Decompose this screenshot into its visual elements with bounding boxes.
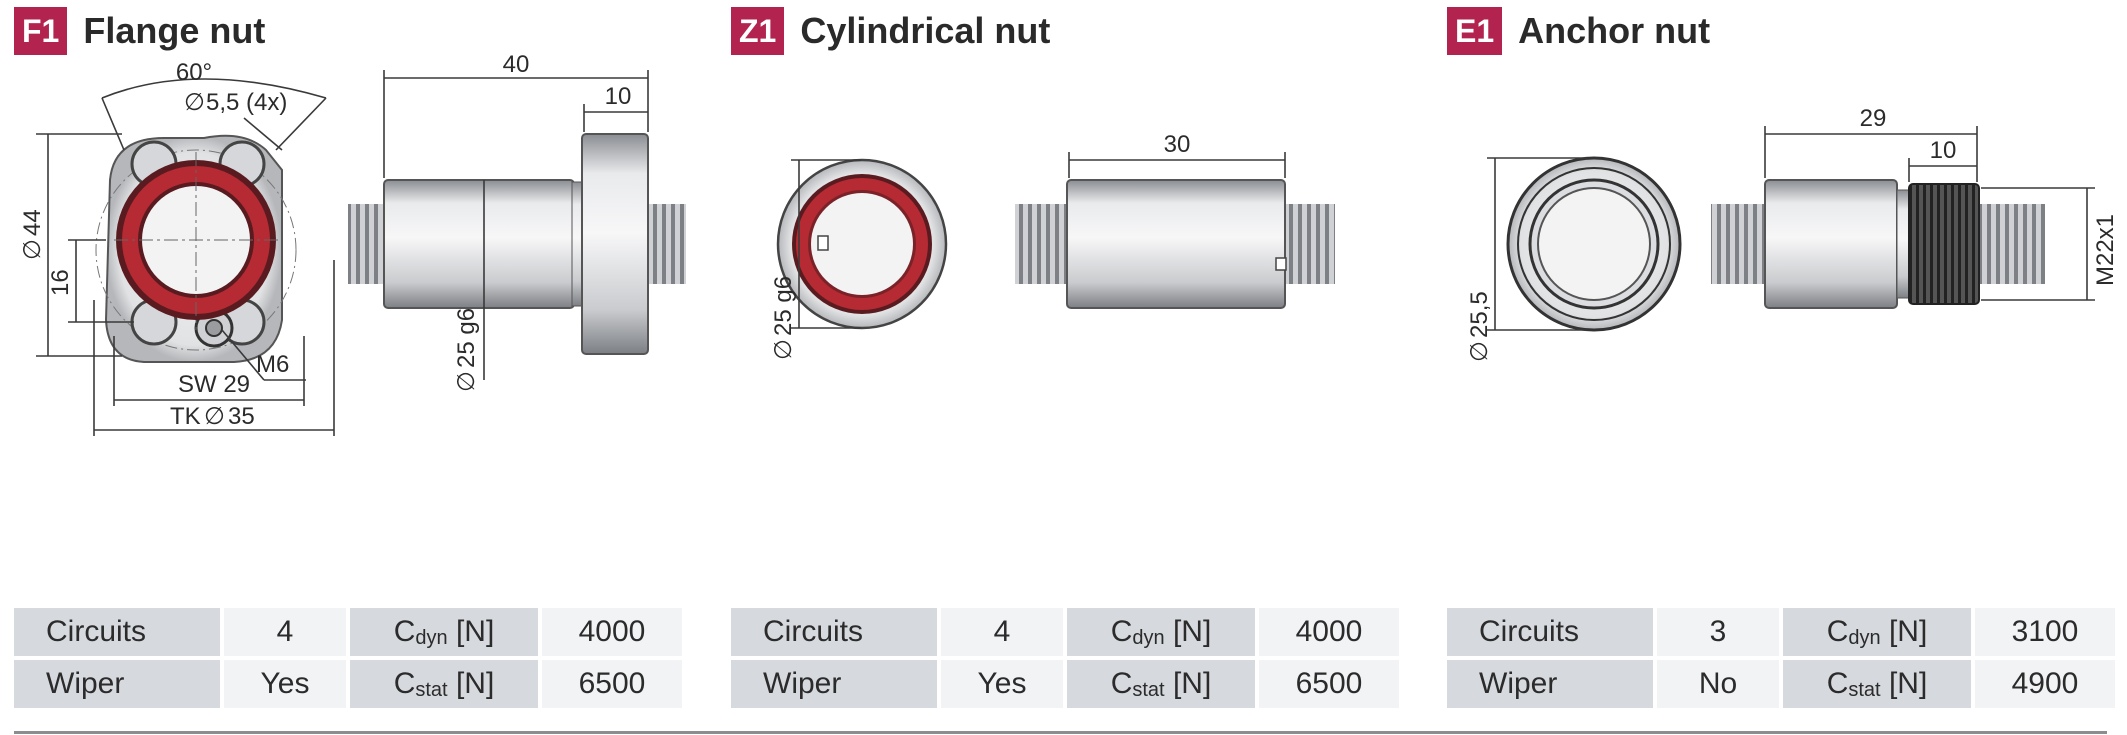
wiper-value: Yes <box>220 660 346 708</box>
nut-title: Flange nut <box>83 10 266 51</box>
circuits-value: 4 <box>220 608 346 656</box>
front-diameter-label: 25 g6 <box>770 276 797 336</box>
wiper-label: Wiper <box>14 660 220 708</box>
cdyn-value: 4000 <box>1255 608 1399 656</box>
cdyn-label: Cdyn [N] <box>1063 608 1255 656</box>
circuits-value: 3 <box>1653 608 1779 656</box>
flange-front-view <box>95 134 297 363</box>
front-diameter-symbol: ∅ <box>770 339 797 360</box>
tk-diameter-symbol: ∅ <box>204 403 225 430</box>
nut-code-badge: E1 <box>1447 7 1503 55</box>
length-label: 40 <box>503 51 530 78</box>
thread-length-label: 10 <box>1930 137 1957 164</box>
hole-diameter-label: 5,5 (4x) <box>206 89 287 116</box>
anchor-side-view <box>1711 179 2045 309</box>
spec-table: Circuits 4 Cdyn [N] 4000 Wiper Yes Cstat… <box>14 604 682 712</box>
cdyn-value: 3100 <box>1971 608 2115 656</box>
cylindrical-front-dimensions <box>791 159 861 329</box>
tk-prefix: TK <box>170 403 201 430</box>
spec-table: Circuits 4 Cdyn [N] 4000 Wiper Yes Cstat… <box>731 604 1399 712</box>
flange-nut-drawing: 60° ∅ 5,5 (4x) ∅ 44 16 M6 SW 29 TK ∅ 35 … <box>19 51 686 436</box>
length-label: 29 <box>1860 105 1887 132</box>
cstat-label: Cstat [N] <box>1063 660 1255 708</box>
cdyn-label: Cdyn [N] <box>1779 608 1971 656</box>
nut-code-badge: F1 <box>14 7 68 55</box>
spec-row: Circuits 3 Cdyn [N] 3100 <box>1447 608 2115 656</box>
nut-title: Cylindrical nut <box>800 10 1051 51</box>
wiper-value: Yes <box>937 660 1063 708</box>
spec-row: Wiper Yes Cstat [N] 6500 <box>731 660 1399 708</box>
cylindrical-side-view <box>1015 179 1335 309</box>
flange-front-dimensions <box>36 78 335 436</box>
pitch-16-label: 16 <box>47 269 74 296</box>
flange-side-dimensions <box>383 70 649 380</box>
cstat-value: 6500 <box>1255 660 1399 708</box>
anchor-front-view <box>1506 156 1682 332</box>
wiper-label: Wiper <box>731 660 937 708</box>
wiper-label: Wiper <box>1447 660 1653 708</box>
spec-row: Circuits 4 Cdyn [N] 4000 <box>14 608 682 656</box>
panel-anchor-nut: E1 Anchor nut ∅ 25,5 <box>1447 0 2127 720</box>
nut-code-badge: Z1 <box>731 7 785 55</box>
flange-thickness-label: 10 <box>605 83 632 110</box>
panel-header: F1 Flange nut <box>14 6 265 56</box>
body-diameter-label: 25 g6 <box>453 308 480 368</box>
anchor-nut-drawing: ∅ 25,5 29 10 M22x1 <box>1466 105 2119 362</box>
cstat-label: Cstat [N] <box>346 660 538 708</box>
cstat-label: Cstat [N] <box>1779 660 1971 708</box>
circuits-label: Circuits <box>14 608 220 656</box>
front-diameter-label: 25,5 <box>1466 291 1493 338</box>
outer-diameter-label: 44 <box>19 209 46 236</box>
angle-label: 60° <box>176 59 212 86</box>
hole-diameter-symbol: ∅ <box>184 89 205 116</box>
panel-header: Z1 Cylindrical nut <box>731 6 1050 56</box>
tk-diameter-label: 35 <box>228 403 255 430</box>
circuits-value: 4 <box>937 608 1063 656</box>
body-diameter-symbol: ∅ <box>453 371 480 392</box>
thread-m6-label: M6 <box>256 351 289 378</box>
wiper-value: No <box>1653 660 1779 708</box>
cylindrical-nut-drawing: ∅ 25 g6 30 <box>770 131 1335 360</box>
cdyn-value: 4000 <box>538 608 682 656</box>
outer-diameter-symbol: ∅ <box>19 239 46 260</box>
spec-row: Wiper No Cstat [N] 4900 <box>1447 660 2115 708</box>
panel-flange-nut: F1 Flange nut <box>14 0 694 720</box>
spec-table: Circuits 3 Cdyn [N] 3100 Wiper No Cstat … <box>1447 604 2115 712</box>
nut-title: Anchor nut <box>1518 10 1711 51</box>
cdyn-label: Cdyn [N] <box>346 608 538 656</box>
spec-row: Wiper Yes Cstat [N] 6500 <box>14 660 682 708</box>
spec-row: Circuits 4 Cdyn [N] 4000 <box>731 608 1399 656</box>
anchor-front-dimensions <box>1487 157 1587 331</box>
sw-label: SW 29 <box>178 371 250 398</box>
bottom-divider <box>14 731 2107 734</box>
length-label: 30 <box>1164 131 1191 158</box>
anchor-side-dimensions <box>1764 126 2095 301</box>
cstat-value: 6500 <box>538 660 682 708</box>
cstat-value: 4900 <box>1971 660 2115 708</box>
cylindrical-front-view <box>776 158 948 330</box>
panel-cylindrical-nut: Z1 Cylindrical nut ∅ 25 g6 30 <box>731 0 1411 720</box>
panel-header: E1 Anchor nut <box>1447 6 1710 56</box>
circuits-label: Circuits <box>731 608 937 656</box>
thread-size-label: M22x1 <box>2092 214 2119 286</box>
front-diameter-symbol: ∅ <box>1466 341 1493 362</box>
flange-side-view <box>348 133 686 355</box>
cylindrical-side-dimensions <box>1068 152 1286 178</box>
circuits-label: Circuits <box>1447 608 1653 656</box>
